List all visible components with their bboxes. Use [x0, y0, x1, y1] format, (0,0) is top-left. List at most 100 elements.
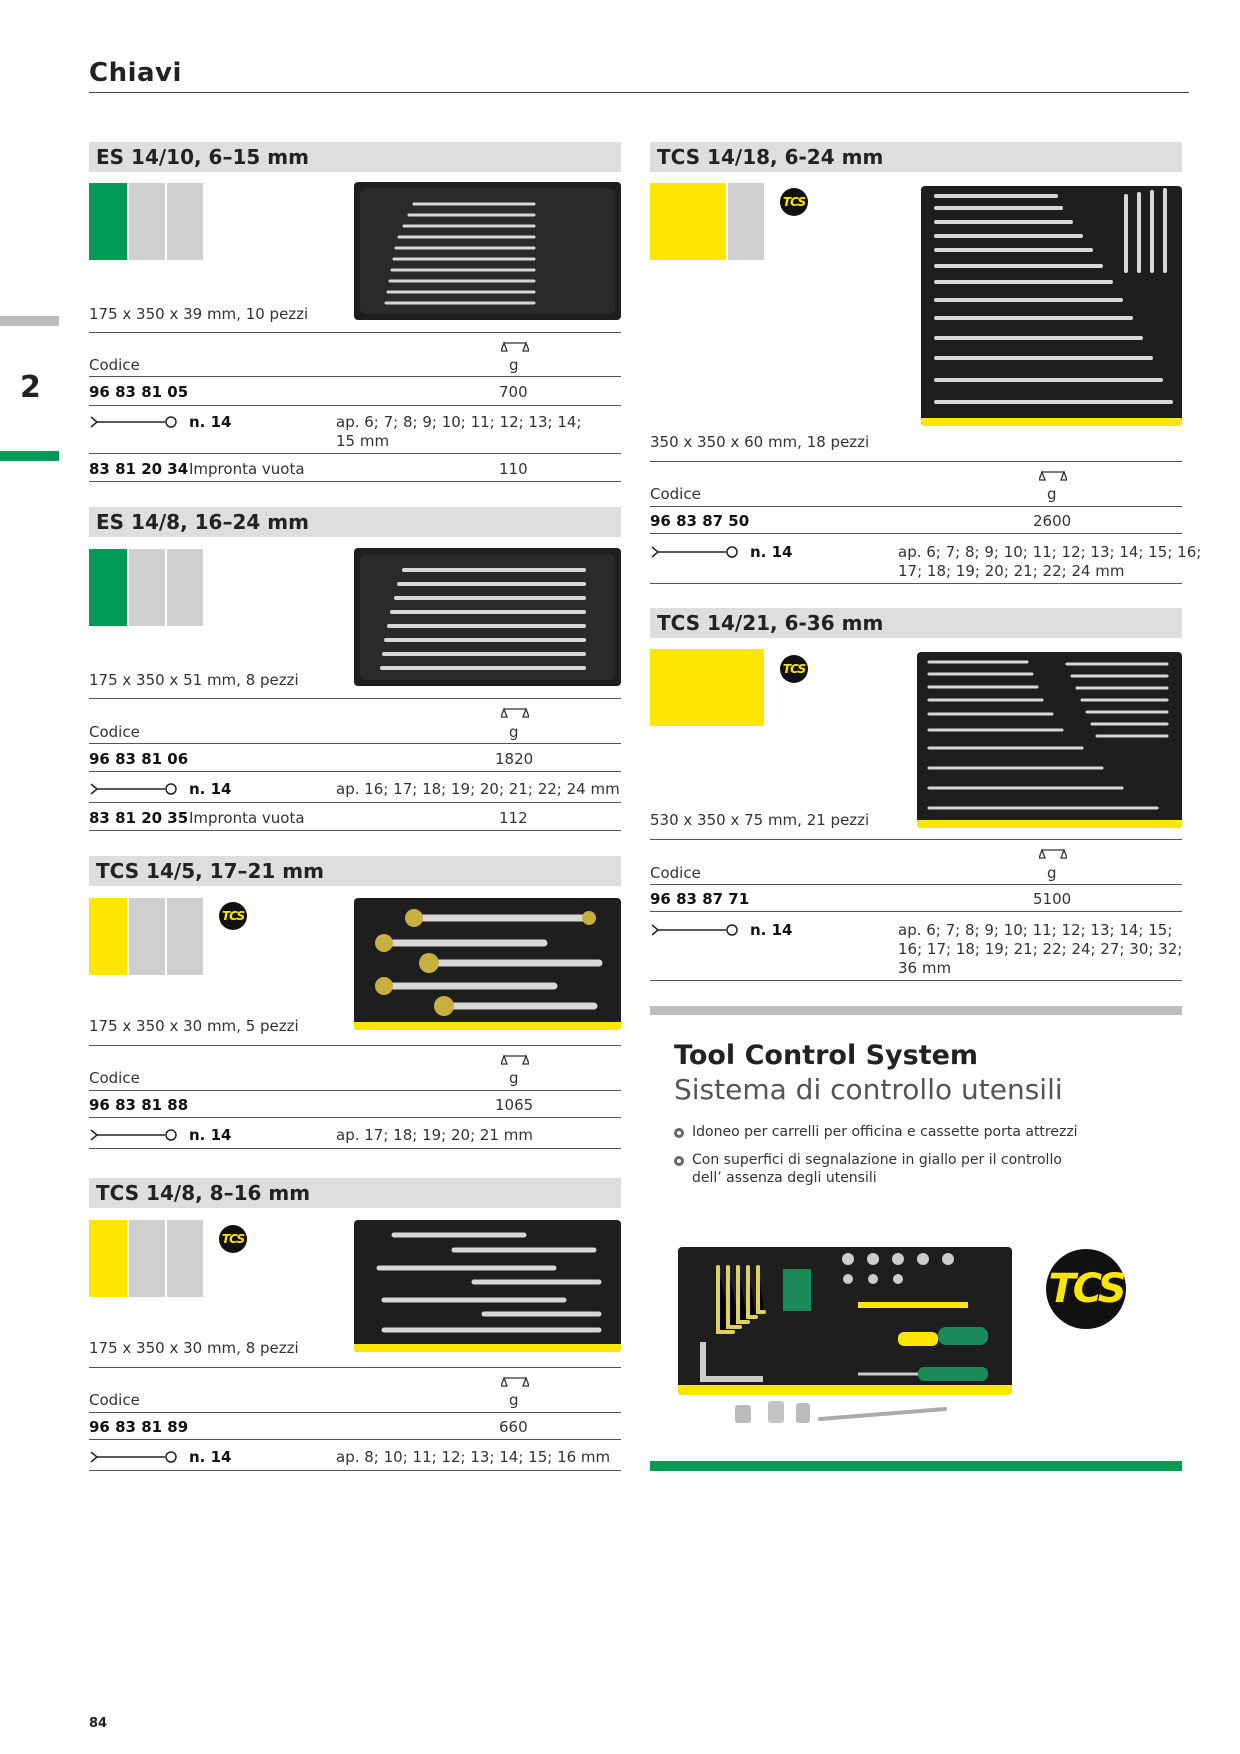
chapter-bar-bottom: [0, 451, 59, 461]
table-rule: [650, 884, 1182, 885]
section-title: ES 14/8, 16–24 mm: [89, 507, 621, 537]
scale-icon: [1038, 469, 1068, 488]
chapter-bar-top: [0, 316, 59, 326]
weight: 2600: [1033, 512, 1072, 530]
table-rule: [650, 461, 1182, 462]
weight: 700: [499, 383, 528, 401]
tcs-logo-icon: TCS: [780, 188, 808, 216]
table-rule: [89, 481, 621, 482]
color-swatch: [650, 649, 764, 726]
product-code: 96 83 81 06: [89, 750, 189, 768]
sizes-line: ap. 6; 7; 8; 9; 10; 11; 12; 13; 14; 15; …: [898, 543, 1202, 561]
tcs-box-top-bar: [650, 1006, 1182, 1015]
product-code: 96 83 81 88: [89, 1096, 189, 1114]
tcs-logo-icon: TCS: [219, 1225, 247, 1253]
color-swatch: [167, 183, 203, 260]
section-title: ES 14/10, 6–15 mm: [89, 142, 621, 172]
tcs-logo-icon: TCS: [780, 655, 808, 683]
chapter-number: 2: [20, 370, 41, 405]
wrench-icon: [89, 1127, 179, 1146]
table-rule: [89, 1148, 621, 1149]
table-rule: [89, 1439, 621, 1440]
sizes-line: ap. 6; 7; 8; 9; 10; 11; 12; 13; 14;: [336, 413, 582, 431]
dimensions: 175 x 350 x 51 mm, 8 pezzi: [89, 671, 299, 689]
wrench-icon: [650, 922, 740, 941]
unit-label: g: [509, 1069, 519, 1087]
empty-tray-weight: 110: [499, 460, 528, 478]
unit-label: g: [1047, 864, 1057, 882]
unit-label: g: [1047, 485, 1057, 503]
sizes-line: ap. 17; 18; 19; 20; 21 mm: [336, 1126, 533, 1144]
unit-label: g: [509, 723, 519, 741]
weight: 1065: [495, 1096, 534, 1114]
product-photo: [917, 652, 1182, 828]
table-rule: [650, 839, 1182, 840]
table-rule: [650, 533, 1182, 534]
dimensions: 530 x 350 x 75 mm, 21 pezzi: [650, 811, 870, 829]
sizes-line: ap. 6; 7; 8; 9; 10; 11; 12; 13; 14; 15;: [898, 921, 1173, 939]
scale-icon: [500, 706, 530, 725]
bullet-icon: [674, 1156, 684, 1166]
empty-tray-label: Impronta vuota: [189, 460, 305, 478]
color-swatch: [129, 898, 165, 975]
table-rule: [89, 1367, 621, 1368]
color-swatch: [728, 183, 764, 260]
color-swatch: [167, 898, 203, 975]
tcs-bullet: Idoneo per carrelli per officina e casse…: [692, 1124, 1078, 1140]
tool-label: n. 14: [189, 413, 232, 431]
loose-parts-photo: [720, 1395, 950, 1435]
section-title: TCS 14/5, 17–21 mm: [89, 856, 621, 886]
product-photo: [354, 1220, 621, 1352]
codice-label: Codice: [89, 723, 140, 741]
table-rule: [89, 1117, 621, 1118]
table-rule: [650, 980, 1182, 981]
section-title: TCS 14/8, 8–16 mm: [89, 1178, 621, 1208]
unit-label: g: [509, 1391, 519, 1409]
tcs-box-bottom-bar: [650, 1461, 1182, 1471]
color-swatch: [129, 549, 165, 626]
sizes-line: ap. 8; 10; 11; 12; 13; 14; 15; 16 mm: [336, 1448, 611, 1466]
tcs-product-photo: [678, 1247, 1012, 1395]
scale-icon: [500, 1375, 530, 1394]
dimensions: 175 x 350 x 30 mm, 5 pezzi: [89, 1017, 299, 1035]
color-swatch: [650, 183, 726, 260]
sizes-line: 16; 17; 18; 19; 21; 22; 24; 27; 30; 32;: [898, 940, 1183, 958]
unit-label: g: [509, 356, 519, 374]
empty-tray-code: 83 81 20 34: [89, 460, 189, 478]
tool-label: n. 14: [189, 1126, 232, 1144]
tcs-bullet: Con superfici di segnalazione in giallo …: [692, 1152, 1062, 1168]
tcs-logo-large-icon: TCS: [1046, 1249, 1127, 1329]
empty-tray-code: 83 81 20 35: [89, 809, 189, 827]
table-rule: [650, 583, 1182, 584]
table-rule: [650, 911, 1182, 912]
color-swatch: [167, 549, 203, 626]
weight: 660: [499, 1418, 528, 1436]
codice-label: Codice: [650, 485, 701, 503]
tool-label: n. 14: [189, 1448, 232, 1466]
table-rule: [89, 1470, 621, 1471]
product-code: 96 83 87 50: [650, 512, 750, 530]
sizes-line: 36 mm: [898, 959, 952, 977]
table-rule: [89, 1412, 621, 1413]
wrench-icon: [650, 544, 740, 563]
scale-icon: [500, 340, 530, 359]
product-code: 96 83 81 05: [89, 383, 189, 401]
color-swatch: [89, 183, 127, 260]
table-rule: [89, 830, 621, 831]
color-swatch: [89, 898, 127, 975]
codice-label: Codice: [89, 1391, 140, 1409]
sizes-line: ap. 16; 17; 18; 19; 20; 21; 22; 24 mm: [336, 780, 620, 798]
table-rule: [89, 771, 621, 772]
page-title: Chiavi: [89, 58, 182, 88]
codice-label: Codice: [89, 356, 140, 374]
codice-label: Codice: [89, 1069, 140, 1087]
dimensions: 175 x 350 x 30 mm, 8 pezzi: [89, 1339, 299, 1357]
tool-label: n. 14: [750, 921, 793, 939]
title-rule: [89, 92, 1189, 93]
section-title: TCS 14/21, 6-36 mm: [650, 608, 1182, 638]
weight: 5100: [1033, 890, 1072, 908]
table-rule: [89, 1045, 621, 1046]
sizes-line: 17; 18; 19; 20; 21; 22; 24 mm: [898, 562, 1125, 580]
dimensions: 175 x 350 x 39 mm, 10 pezzi: [89, 305, 309, 323]
bullet-icon: [674, 1128, 684, 1138]
